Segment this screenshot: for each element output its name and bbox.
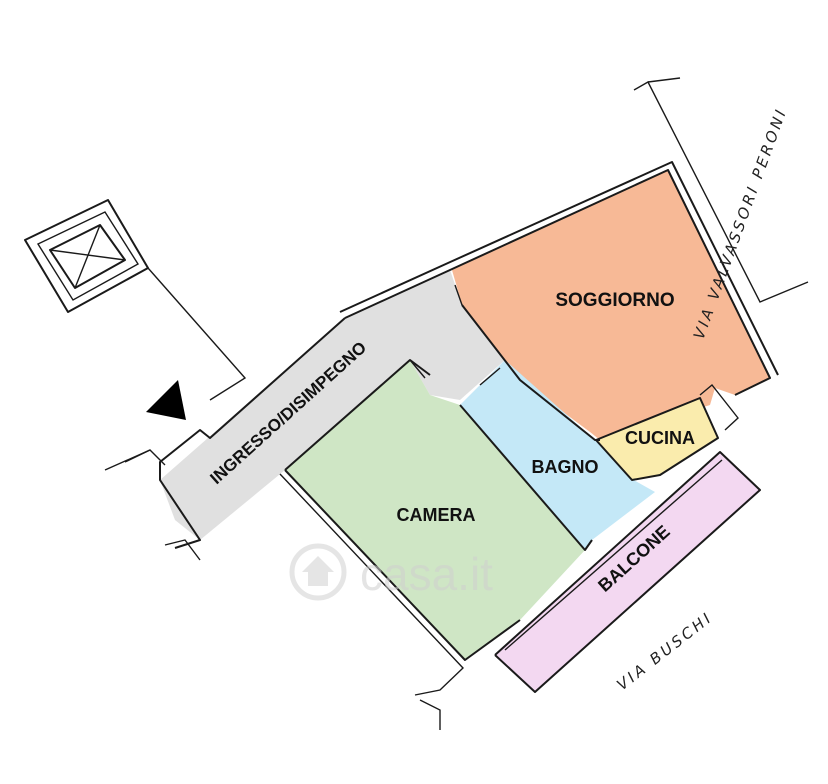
room-soggiorno <box>452 170 770 440</box>
room-balcone <box>495 452 760 692</box>
room-bagno <box>460 360 655 550</box>
entrance-arrow-icon <box>146 380 186 420</box>
watermark-text: casa.it <box>360 548 493 600</box>
room-cucina <box>596 398 718 480</box>
street-label-east: VIA VALVASSORI PERONI <box>690 105 791 342</box>
outer-wall <box>344 169 771 396</box>
outer-wall-inner <box>339 161 779 376</box>
balcone-inner-rail <box>504 459 723 651</box>
bagno-camera-wall <box>459 404 593 551</box>
door-bagno <box>479 367 501 386</box>
west-wall <box>159 317 346 549</box>
door-soggiorno <box>454 284 463 306</box>
room-ingresso <box>160 270 505 540</box>
label-camera: CAMERA <box>397 505 476 525</box>
street-wall-east-inner <box>647 77 681 83</box>
label-bagno: BAGNO <box>532 457 599 477</box>
south-wall-camera <box>284 469 521 661</box>
street-wall-east <box>633 81 809 303</box>
watermark: casa.it <box>289 543 493 601</box>
cucina-wall <box>595 397 719 481</box>
stair-lift-block <box>24 199 441 730</box>
room-camera <box>285 360 585 660</box>
balcone-rail <box>494 451 761 693</box>
label-soggiorno: SOGGIORNO <box>555 290 674 311</box>
door-camera <box>409 359 426 379</box>
street-label-south: VIA BUSCHI <box>613 608 716 694</box>
label-cucina: CUCINA <box>625 428 695 448</box>
south-wall-outer <box>279 473 464 696</box>
soggiorno-window <box>699 384 739 431</box>
